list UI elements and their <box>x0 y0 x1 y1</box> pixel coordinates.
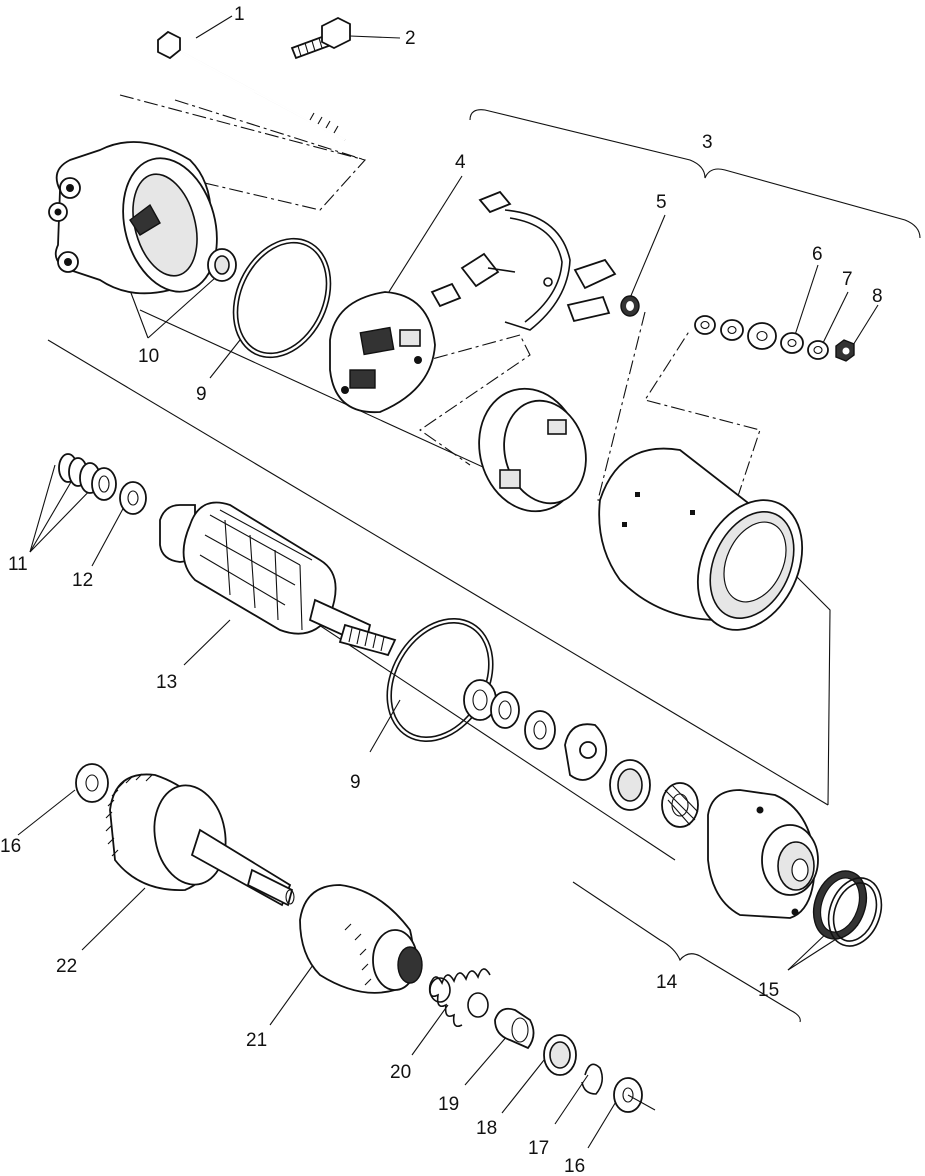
callout-3: 3 <box>702 132 713 153</box>
callout-2: 2 <box>405 28 416 49</box>
rear-housing <box>48 141 237 295</box>
mounting-bolt <box>290 16 351 60</box>
washer-left <box>75 763 109 803</box>
small-washer <box>620 295 640 317</box>
callout-12: 12 <box>72 570 93 591</box>
washer-bottom <box>613 1077 656 1113</box>
callout-9-lower: 9 <box>350 772 361 793</box>
retainer <box>543 1034 577 1076</box>
callout-21: 21 <box>246 1030 267 1051</box>
callout-14: 14 <box>656 972 678 993</box>
yoke-field-frame <box>598 447 804 631</box>
callout-1: 1 <box>234 4 245 25</box>
snap-ring <box>581 1063 604 1095</box>
return-spring <box>428 968 491 1028</box>
callout-4: 4 <box>455 152 466 173</box>
callout-9-upper: 9 <box>196 384 207 405</box>
o-ring-lower <box>386 618 494 742</box>
callout-8: 8 <box>872 286 883 307</box>
clutch-gear-shaft <box>105 773 295 907</box>
callout-20: 20 <box>390 1062 411 1083</box>
front-bearings <box>609 759 699 828</box>
callout-5: 5 <box>656 192 667 213</box>
brush-holder-plate <box>329 291 436 414</box>
brush-terminal-set <box>430 190 617 331</box>
callout-11: 11 <box>8 554 28 575</box>
commutator-end-ring <box>478 387 587 513</box>
terminal-washers-nut <box>694 315 855 362</box>
callout-7: 7 <box>842 269 853 290</box>
callout-15: 15 <box>758 980 779 1001</box>
pinion-clutch <box>299 884 423 994</box>
callout-labels: 1 2 3 4 5 6 7 8 9 10 11 12 13 9 14 15 16… <box>0 4 883 1176</box>
armature-washer <box>119 481 147 515</box>
callout-17: 17 <box>528 1138 549 1159</box>
housing-o-rings <box>812 870 883 947</box>
callout-19: 19 <box>438 1094 459 1115</box>
armature <box>159 501 397 657</box>
callout-10: 10 <box>138 346 159 367</box>
callout-13: 13 <box>156 672 177 693</box>
stop-collar <box>494 1007 535 1050</box>
callout-16-left: 16 <box>0 836 21 857</box>
callout-22: 22 <box>56 956 77 977</box>
front-shims <box>463 679 608 781</box>
o-ring-upper <box>232 237 332 359</box>
callout-16-bottom: 16 <box>564 1156 585 1176</box>
through-bolt <box>157 30 346 141</box>
callout-18: 18 <box>476 1118 497 1139</box>
front-housing <box>707 789 819 919</box>
callout-6: 6 <box>812 244 823 265</box>
spring-washers <box>58 453 117 501</box>
